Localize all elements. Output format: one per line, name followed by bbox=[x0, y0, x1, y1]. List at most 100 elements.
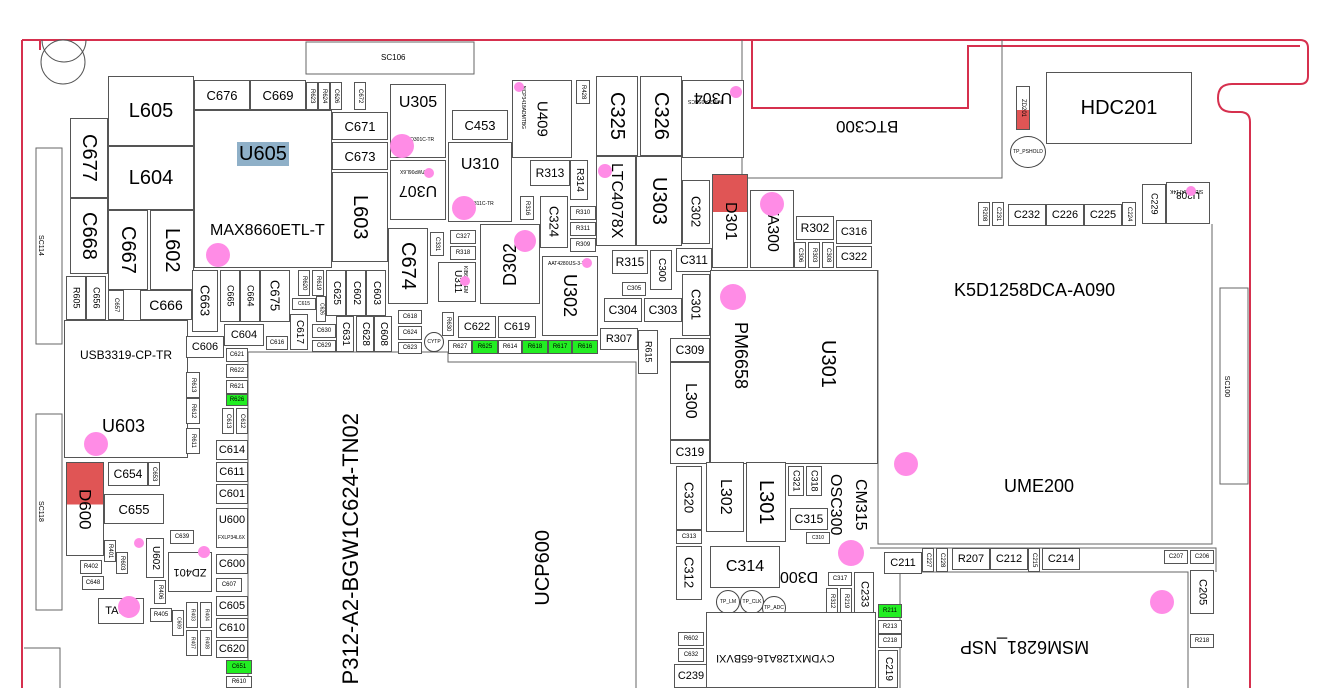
component-C615: C615 bbox=[292, 298, 316, 310]
component-L301: L301 bbox=[746, 462, 786, 542]
component-C228: C228 bbox=[936, 548, 948, 572]
component-C301: C301 bbox=[682, 274, 710, 336]
component-C630: C630 bbox=[312, 324, 336, 338]
component-C654: C654 bbox=[108, 462, 148, 486]
component-C632: C632 bbox=[678, 648, 704, 662]
component-CM315: CM315 bbox=[852, 479, 869, 531]
component-C327: C327 bbox=[450, 230, 476, 244]
component-ZD201: ZD201 bbox=[1016, 86, 1030, 130]
component-C625: C625 bbox=[326, 270, 346, 316]
component-R624: R624 bbox=[318, 82, 330, 110]
marker-dot bbox=[1186, 186, 1196, 196]
marker-dot bbox=[720, 284, 746, 310]
component-C613: C613 bbox=[222, 408, 234, 434]
cydmx-label: CYDMX128A16-65BVXI bbox=[716, 652, 835, 664]
component-C331: C331 bbox=[430, 232, 444, 256]
component-R614: R614 bbox=[498, 340, 522, 354]
component-C602: C602 bbox=[346, 270, 366, 316]
marker-dot bbox=[84, 432, 108, 456]
component-C619: C619 bbox=[498, 316, 536, 338]
component-C609: C609 bbox=[172, 610, 184, 636]
component-R612: R612 bbox=[186, 398, 200, 424]
component-C673: C673 bbox=[332, 142, 388, 170]
component-L604: L604 bbox=[108, 146, 194, 210]
component-C624: C624 bbox=[398, 326, 422, 340]
marker-dot bbox=[514, 82, 524, 92]
marker-dot bbox=[514, 230, 536, 252]
component-R403: R403 bbox=[186, 602, 198, 628]
marker-dot bbox=[894, 452, 918, 476]
marker-dot bbox=[118, 596, 140, 618]
marker-dot bbox=[760, 192, 784, 216]
component-R621: R621 bbox=[226, 380, 248, 394]
marker-dot bbox=[1150, 590, 1174, 614]
component-R618: R618 bbox=[522, 340, 548, 354]
marker-dot bbox=[390, 134, 414, 158]
component-R408: R408 bbox=[200, 630, 212, 656]
sc114-label: SC114 bbox=[36, 235, 44, 256]
component-C651: C651 bbox=[226, 660, 252, 674]
component-R407: R407 bbox=[186, 630, 198, 656]
component-C601: C601 bbox=[216, 484, 248, 504]
component-C626b: C626 bbox=[316, 296, 326, 322]
component-R211: R211 bbox=[878, 604, 902, 618]
component-L603: L603 bbox=[332, 172, 388, 262]
component-C604: C604 bbox=[224, 324, 264, 346]
component-C655: C655 bbox=[104, 494, 164, 524]
component-C313: C313 bbox=[676, 530, 702, 544]
component-C669: C669 bbox=[250, 80, 306, 110]
component-C639: C639 bbox=[170, 530, 194, 544]
component-U600-box: U600 bbox=[216, 508, 248, 548]
marker-dot bbox=[134, 538, 144, 548]
component-U602: U602 bbox=[146, 538, 164, 578]
component-C605: C605 bbox=[216, 596, 248, 616]
component-PM6658: PM6658 bbox=[731, 322, 751, 390]
component-L605: L605 bbox=[108, 76, 194, 146]
ume200-label: UME200 bbox=[1004, 476, 1075, 496]
component-C219: C219 bbox=[878, 650, 898, 688]
component-R622: R622 bbox=[226, 364, 248, 378]
component-R611: R611 bbox=[186, 428, 200, 454]
component-C214: C214 bbox=[1042, 548, 1080, 570]
component-R218: R218 bbox=[1190, 634, 1214, 648]
component-R613: R613 bbox=[186, 372, 200, 398]
component-C310: C310 bbox=[806, 532, 830, 544]
component-C226: C226 bbox=[1046, 204, 1084, 226]
component-R625: R625 bbox=[472, 340, 498, 354]
usb3319-box bbox=[64, 320, 188, 458]
tp-pshold: TP_PSHOLD bbox=[1010, 136, 1046, 168]
component-R303: R303 bbox=[808, 242, 820, 268]
component-R402: R402 bbox=[80, 560, 102, 574]
component-C205: C205 bbox=[1190, 570, 1214, 614]
component-C607: C607 bbox=[216, 578, 242, 592]
component-R307: R307 bbox=[600, 328, 638, 350]
component-C621: C621 bbox=[226, 348, 248, 362]
ucp600-label: UCP600 bbox=[532, 530, 554, 606]
component-L302: L302 bbox=[706, 462, 744, 532]
tp-lm: TP_LM bbox=[716, 590, 740, 614]
component-R619: R619 bbox=[312, 270, 324, 296]
component-R602: R602 bbox=[678, 632, 704, 646]
component-C671: C671 bbox=[332, 112, 388, 140]
component-C677: C677 bbox=[70, 118, 108, 198]
component-R630: R630 bbox=[442, 312, 454, 336]
u302-part: AAT4280IJS-3-T1 bbox=[548, 261, 588, 267]
component-C207: C207 bbox=[1164, 550, 1188, 564]
component-R314: R314 bbox=[570, 160, 588, 200]
component-R428: R428 bbox=[576, 80, 590, 104]
marker-dot bbox=[838, 540, 864, 566]
component-R315: R315 bbox=[612, 250, 648, 274]
component-R610: R610 bbox=[226, 676, 252, 688]
u409-part: NCP3418ADMTBG bbox=[520, 86, 526, 130]
component-C666: C666 bbox=[140, 290, 192, 320]
component-C610: C610 bbox=[216, 618, 248, 638]
component-C612: C612 bbox=[236, 408, 248, 434]
component-C319: C319 bbox=[670, 440, 710, 464]
component-C648: C648 bbox=[82, 576, 104, 590]
component-U303: U303 bbox=[636, 156, 682, 246]
component-C629: C629 bbox=[312, 340, 336, 352]
k5d-label: K5D1258DCA-A090 bbox=[954, 280, 1116, 300]
component-U605-box bbox=[194, 110, 332, 268]
component-C325: C325 bbox=[596, 76, 638, 156]
